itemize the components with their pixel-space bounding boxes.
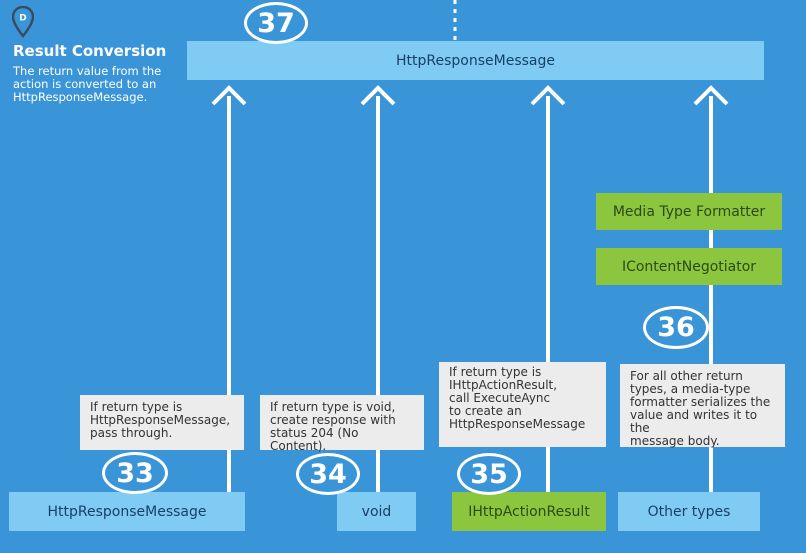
section-title: Result Conversion: [13, 42, 167, 60]
void-box: void: [337, 492, 416, 531]
note-column-1: If return type is HttpResponseMessage, p…: [80, 395, 244, 450]
section-description: The return value from the action is conv…: [13, 64, 162, 104]
icontentnegotiator-box: IContentNegotiator: [596, 248, 782, 285]
step-badge-34: 34: [296, 453, 360, 495]
step-badge-36: 36: [643, 306, 709, 349]
pin-letter: D: [19, 14, 26, 24]
location-pin-icon: D: [12, 6, 34, 38]
step-badge-33: 33: [102, 452, 168, 494]
note-column-3: If return type is IHttpActionResult, cal…: [439, 362, 606, 447]
step-badge-35: 35: [457, 453, 521, 495]
media-type-formatter-box: Media Type Formatter: [596, 193, 782, 230]
note-column-4: For all other return types, a media-type…: [620, 364, 785, 448]
bottom-httpresponsemessage-box: HttpResponseMessage: [9, 492, 245, 531]
top-httpresponsemessage-box: HttpResponseMessage: [187, 41, 764, 80]
ihttpactionresult-box: IHttpActionResult: [452, 492, 606, 531]
step-badge-37: 37: [244, 2, 308, 44]
note-column-2: If return type is void, create response …: [260, 395, 424, 453]
other-types-box: Other types: [618, 492, 760, 531]
